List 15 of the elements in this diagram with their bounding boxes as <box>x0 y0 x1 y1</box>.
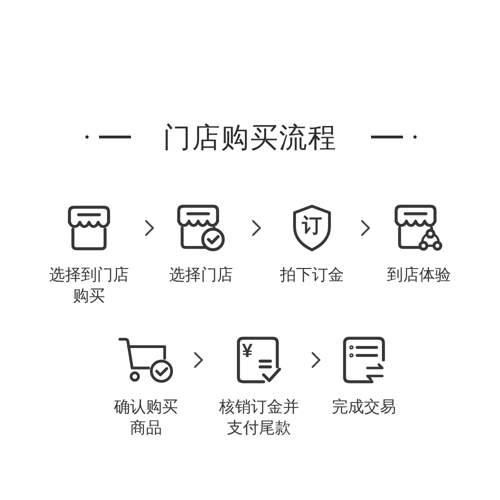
step-label: 拍下订金 <box>280 266 344 286</box>
chevron-arrow <box>252 220 261 236</box>
chevron-arrow <box>145 220 154 236</box>
step-label: 完成交易 <box>332 398 396 418</box>
chevron-arrow <box>194 352 203 368</box>
step-label: 到店体验 <box>387 266 451 286</box>
step-label: 确认购买商品 <box>113 398 179 439</box>
step-label: 选择到门店购买 <box>48 266 130 307</box>
step-label: 选择门店 <box>169 266 233 286</box>
shield-character: 订 <box>302 214 322 238</box>
diagram-title: 门店购买流程 <box>163 121 337 155</box>
chevron-arrow <box>312 352 320 368</box>
step-label: 核销订金并支付尾款 <box>218 398 300 439</box>
chevron-arrow <box>361 220 370 236</box>
currency-symbol: ¥ <box>242 341 253 363</box>
